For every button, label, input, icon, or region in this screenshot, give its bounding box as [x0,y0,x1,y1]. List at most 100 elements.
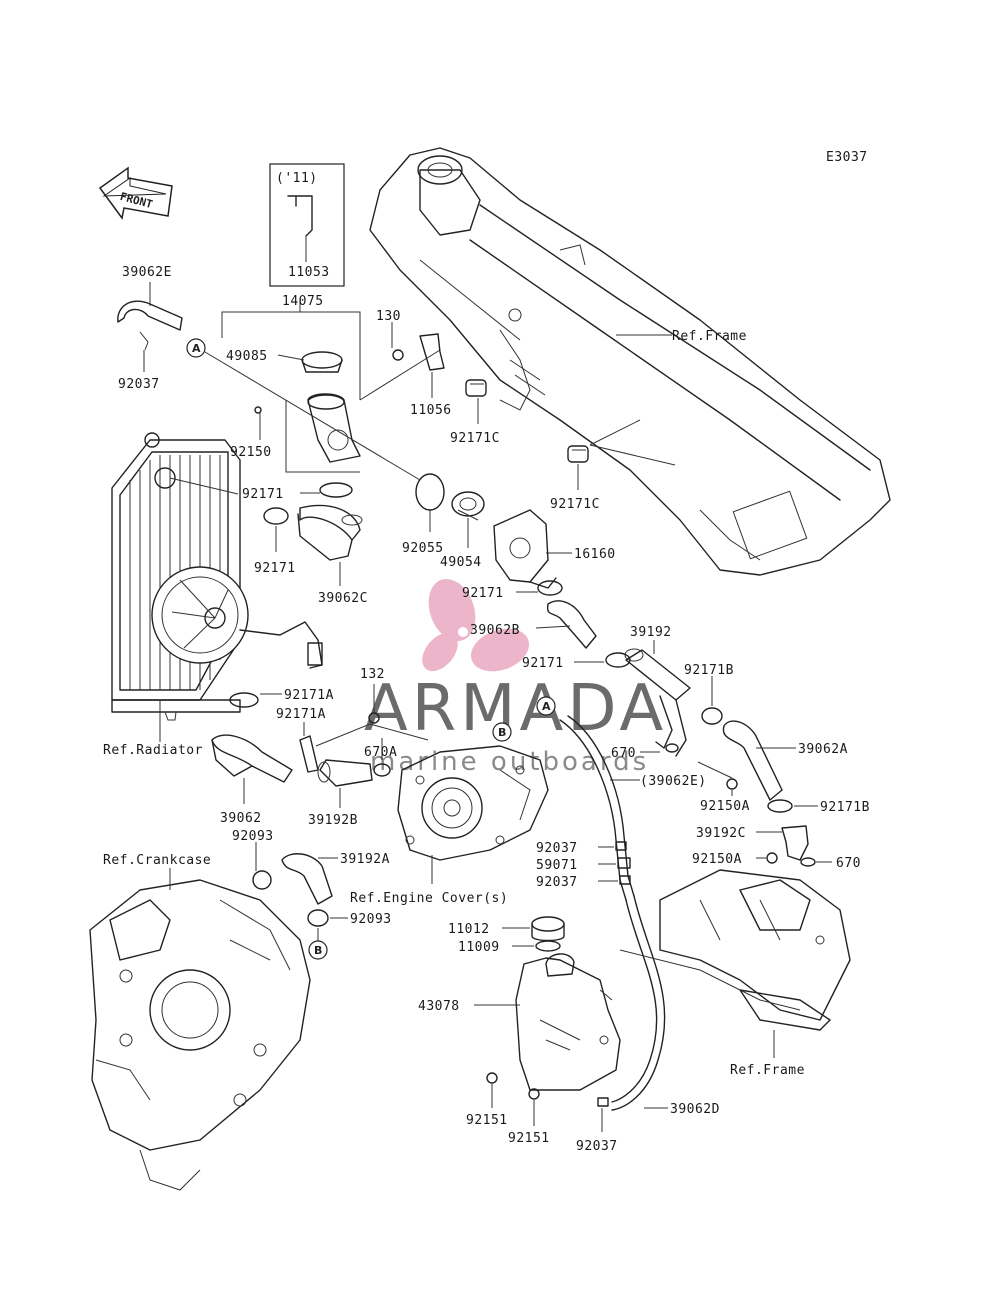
clamp-92171B-b-shape [767,799,793,813]
cap-11012-shape [531,916,565,942]
part-92093-a: 92093 [232,829,274,844]
ref-frame-bottom: Ref.Frame [730,1063,805,1078]
part-132: 132 [360,667,385,682]
marker-b-top [492,722,512,742]
part-39062A: 39062A [798,742,848,757]
part-39192: 39192 [630,625,672,640]
frame-top-drawing [369,147,891,576]
part-39062B: 39062B [470,623,520,638]
filler-neck-drawing [301,351,361,463]
part-92037-mid: 92037 [536,841,578,856]
part-39062E-paren: (39062E) [640,774,707,789]
hose-39062A-shape [722,720,783,801]
frame-bottom-drawing [619,869,851,1031]
part-92171C-a: 92171C [450,431,500,446]
ref-crankcase: Ref.Crankcase [103,853,211,868]
clamp-92171B-a-shape [701,707,723,725]
bolt-132-shape [368,712,380,724]
year-variant-label: ('11) [276,171,318,186]
clamp-92171-b-shape [263,507,289,525]
part-39062E: 39062E [122,265,172,280]
clamp-92037-bot-shape [597,1097,609,1107]
part-11053: 11053 [288,265,330,280]
svg-text:B: B [498,726,506,739]
svg-text:B: B [314,944,322,957]
part-670A: 670A [364,745,397,760]
part-49054: 49054 [440,555,482,570]
clamp-92037-low-shape [619,875,631,885]
crankcase-drawing [89,879,311,1191]
part-92150A-b: 92150A [692,852,742,867]
bolt-92150A-a-shape [726,778,738,790]
clamp-92171A-b-shape [299,735,319,773]
ref-radiator: Ref.Radiator [103,743,203,758]
hose-39062E-long-shape [559,719,627,901]
marker-b-low [308,940,328,960]
part-59071: 59071 [536,858,578,873]
bolt-92151-a-shape [486,1072,498,1084]
clamp-92171-a-shape [319,482,353,498]
part-92150: 92150 [230,445,272,460]
marker-a-top [186,338,206,358]
hose-39062E-shape [117,300,183,331]
hose-39062C-shape [299,504,361,541]
diagram-code: E3037 [826,150,868,165]
part-92151-a: 92151 [466,1113,508,1128]
pipe-39192C-shape [781,825,809,861]
clamp-92171-d-shape [605,652,631,668]
ref-engine-cover: Ref.Engine Cover(s) [350,891,508,906]
part-11009: 11009 [458,940,500,955]
bolt-92151-b-shape [528,1088,540,1100]
part-92171-d: 92171 [522,656,564,671]
part-92055: 92055 [402,541,444,556]
clamp-92037-mid-shape [615,841,627,851]
part-92171B-a: 92171B [684,663,734,678]
part-39192A: 39192A [340,852,390,867]
part-49085: 49085 [226,349,268,364]
part-92151-b: 92151 [508,1131,550,1146]
housing-16160-shape [493,509,557,589]
svg-text:A: A [192,342,201,355]
part-43078: 43078 [418,999,460,1014]
part-92171B-b: 92171B [820,800,870,815]
front-arrow-icon: FRONT [98,166,173,220]
watermark-tagline: marine outboards [370,747,649,777]
marker-a-mid [536,696,556,716]
part-11012: 11012 [448,922,490,937]
oring-670-a-shape [665,743,679,753]
hose-39062-shape [211,734,293,783]
armada-logo-icon [422,579,530,672]
hose-39062D-shape [611,899,658,1103]
part-92171A-a: 92171A [284,688,334,703]
part-14075: 14075 [282,294,324,309]
part-39192C: 39192C [696,826,746,841]
year-variant-box: ('11) 11053 [269,163,345,287]
ref-frame-top: Ref.Frame [672,329,747,344]
thermostat-49054-shape [451,491,485,521]
joint-59071-shape [617,857,631,869]
part-92037-top: 92037 [118,377,160,392]
bolt-92150A-b-shape [766,852,778,864]
part-92171-b: 92171 [254,561,296,576]
reservoir-tank-drawing [515,953,621,1091]
oring-92093-a-shape [252,870,272,890]
part-92171-a: 92171 [242,487,284,502]
part-670-a: 670 [611,746,636,761]
clamp-92171A-a-shape [229,692,259,708]
part-92171C-b: 92171C [550,497,600,512]
part-39192B: 39192B [308,813,358,828]
pipe-39192A-shape [281,853,333,905]
part-92093-b: 92093 [350,912,392,927]
clamp-92171-c-shape [537,580,563,596]
clamp-92171C-a-shape [465,379,487,397]
oring-92093-b-shape [307,909,329,927]
clamp-92037-top-shape [139,331,149,351]
pipe-39192-shape [624,648,691,757]
part-92150A-a: 92150A [700,799,750,814]
bracket-11056-shape [419,333,445,371]
oring-670-b-shape [800,857,816,867]
part-39062C: 39062C [318,591,368,606]
part-92171-c: 92171 [462,586,504,601]
